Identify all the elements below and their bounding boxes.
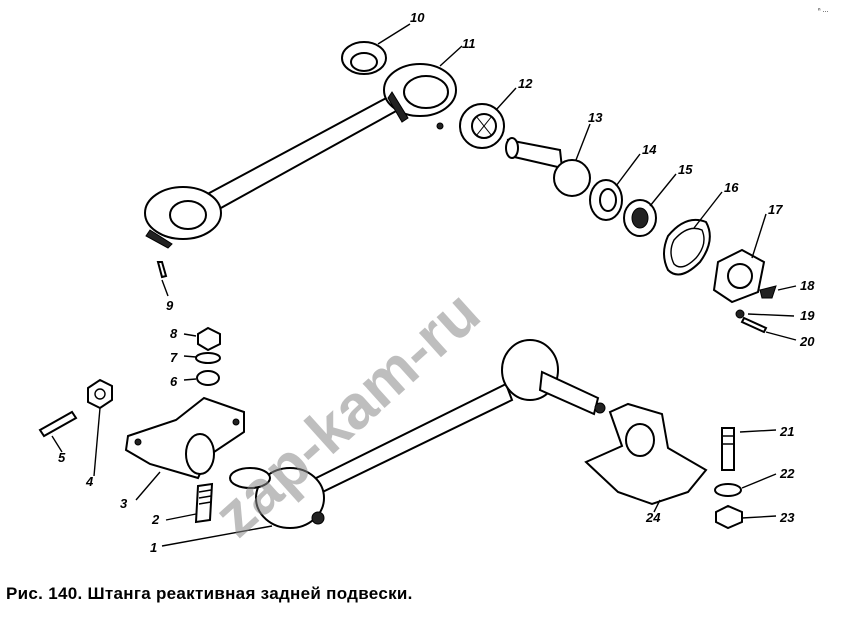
label-22: 22 <box>779 466 795 481</box>
part-6-nut <box>196 370 220 386</box>
part-12-bearing <box>459 103 505 149</box>
leader-lines <box>51 23 797 547</box>
part-5-bolt <box>38 410 78 438</box>
part-16-gasket <box>663 218 711 276</box>
label-7: 7 <box>170 350 178 365</box>
label-3: 3 <box>120 496 128 511</box>
part-23-nut <box>715 504 743 530</box>
label-23: 23 <box>779 510 795 525</box>
label-14: 14 <box>642 142 657 157</box>
label-11: 11 <box>462 36 476 51</box>
part-19-washer <box>735 309 745 319</box>
part-4-nut <box>87 378 113 410</box>
part-21-stud <box>721 427 735 471</box>
label-2: 2 <box>151 512 160 527</box>
corner-mark: ⁿ ... <box>818 7 828 14</box>
part-2-stud <box>194 482 214 524</box>
lower-reaction-rod <box>229 339 606 529</box>
part-13-ball-pin <box>505 137 591 197</box>
label-9: 9 <box>166 298 174 313</box>
part-9-screw <box>156 261 168 279</box>
label-16: 16 <box>724 180 739 195</box>
label-13: 13 <box>588 110 603 125</box>
label-6: 6 <box>170 374 178 389</box>
part-10-bushing <box>341 41 387 75</box>
upper-reaction-rod <box>144 63 457 249</box>
part-17-cover <box>712 248 766 304</box>
label-12: 12 <box>518 76 533 91</box>
label-24: 24 <box>645 510 661 525</box>
part-22-washer <box>714 483 742 497</box>
part-7-washer <box>195 352 221 364</box>
label-17: 17 <box>768 202 783 217</box>
label-20: 20 <box>799 334 815 349</box>
figure-caption: Рис. 140. Штанга реактивная задней подве… <box>6 584 413 603</box>
part-15-seal <box>623 199 657 237</box>
part-labels: 1 2 3 4 5 6 7 8 9 10 11 12 13 14 15 16 1… <box>58 10 815 555</box>
part-18-plug <box>759 285 777 299</box>
part-24-bracket <box>584 402 708 506</box>
label-8: 8 <box>170 326 178 341</box>
part-8-nut <box>197 326 221 352</box>
part-20-bolt <box>740 316 768 334</box>
part-14-ring <box>589 179 623 221</box>
label-15: 15 <box>678 162 693 177</box>
label-10: 10 <box>410 10 425 25</box>
label-5: 5 <box>58 450 66 465</box>
label-21: 21 <box>779 424 794 439</box>
label-18: 18 <box>800 278 815 293</box>
label-1: 1 <box>150 540 157 555</box>
label-4: 4 <box>85 474 94 489</box>
part-3-bracket <box>124 396 245 480</box>
label-19: 19 <box>800 308 815 323</box>
